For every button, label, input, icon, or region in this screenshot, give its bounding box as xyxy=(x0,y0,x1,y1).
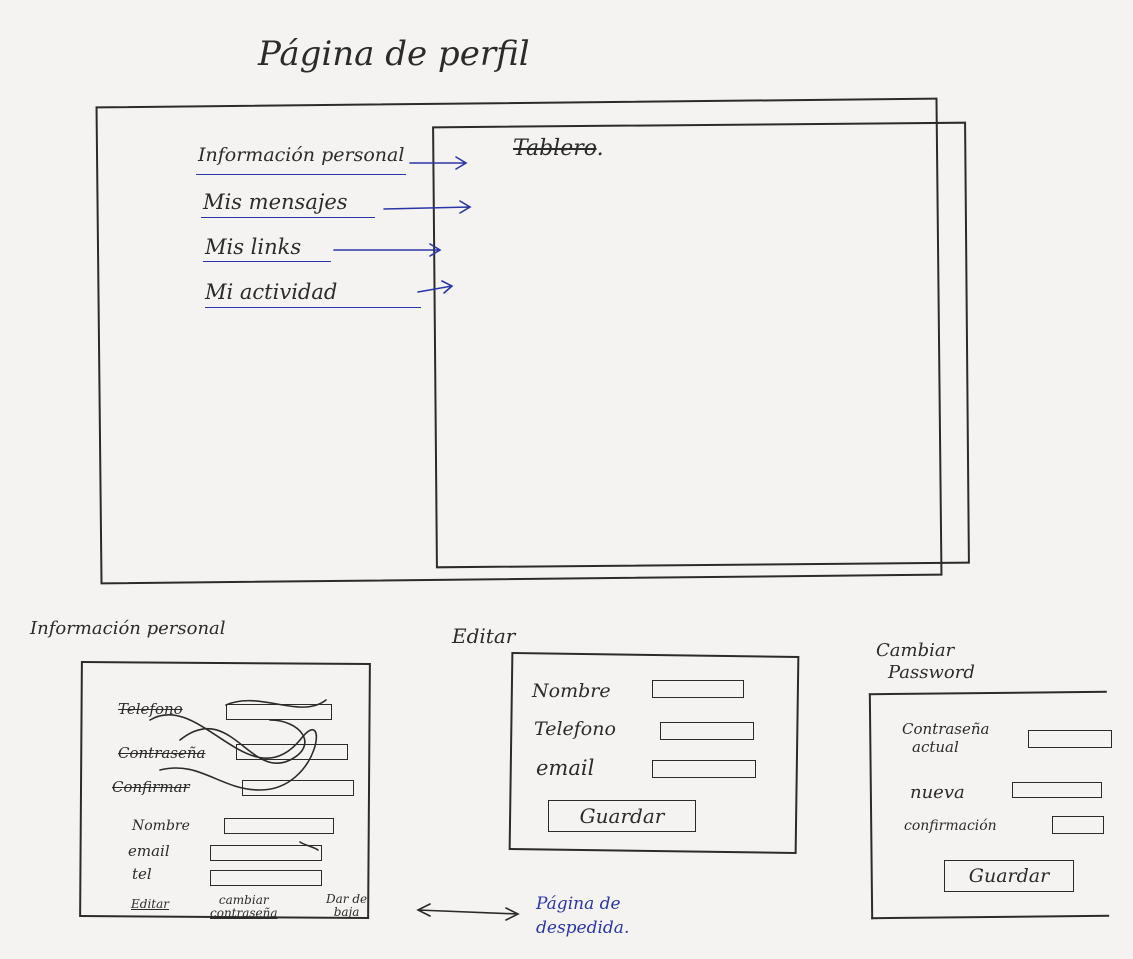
scribble-mark xyxy=(225,699,327,708)
info-label-tel: tel xyxy=(132,865,152,883)
cambiar-title-line: Cambiar xyxy=(876,640,955,661)
info-field-tel[interactable] xyxy=(210,870,322,886)
change-pw-line: cambiar xyxy=(218,893,269,907)
arrow-icon xyxy=(333,243,442,257)
editar-label-nombre: Nombre xyxy=(532,680,611,702)
underline-mark xyxy=(205,307,421,308)
goodbye-line: despedida. xyxy=(536,918,630,938)
goodbye-line: Página de xyxy=(536,894,621,914)
info-personal-title: Información personal xyxy=(30,618,226,639)
info-label-nombre: Nombre xyxy=(132,818,190,834)
info-label-email: email xyxy=(128,842,170,860)
info-field-nombre[interactable] xyxy=(224,818,334,834)
cambiar-password-title: Cambiar Password xyxy=(876,640,975,684)
new-password-label: nueva xyxy=(910,782,965,803)
editar-label-telefono: Telefono xyxy=(534,718,616,740)
menu-item-mi-actividad[interactable]: Mi actividad xyxy=(205,280,338,304)
double-arrow-icon xyxy=(416,903,520,921)
arrow-icon xyxy=(417,280,454,294)
new-password-field[interactable] xyxy=(1012,782,1102,798)
editar-field-nombre[interactable] xyxy=(652,680,744,698)
goodbye-page-note: Página de despedida. xyxy=(536,892,629,940)
editar-title: Editar xyxy=(452,624,516,648)
struck-label: Contraseña xyxy=(118,744,206,762)
struck-label: Telefono xyxy=(118,700,183,718)
current-password-field[interactable] xyxy=(1028,730,1112,748)
underline-mark xyxy=(196,174,406,175)
leave-line: baja xyxy=(333,905,360,919)
confirm-password-field[interactable] xyxy=(1052,816,1104,834)
struck-label: Confirmar xyxy=(112,778,190,796)
confirm-password-label: confirmación xyxy=(904,818,997,834)
squiggle-mark xyxy=(299,841,319,851)
underline-mark xyxy=(203,261,331,262)
cambiar-title-line: Password xyxy=(888,662,975,683)
menu-item-info-personal[interactable]: Información personal xyxy=(198,144,405,166)
menu-item-mis-mensajes[interactable]: Mis mensajes xyxy=(203,190,348,214)
editar-field-email[interactable] xyxy=(652,760,756,778)
page-title: Página de perfil xyxy=(258,34,530,74)
arrow-icon xyxy=(409,156,468,170)
current-pw-line: actual xyxy=(912,738,959,756)
edit-link[interactable]: Editar xyxy=(131,897,169,911)
underline-mark xyxy=(201,217,375,218)
editar-field-telefono[interactable] xyxy=(660,722,754,740)
editar-save-button[interactable]: Guardar xyxy=(548,800,696,832)
current-password-label: Contraseña actual xyxy=(902,720,990,756)
panel-title: Tablero. xyxy=(513,136,604,161)
change-pw-line: contraseña xyxy=(210,906,278,920)
current-pw-line: Contraseña xyxy=(902,720,990,738)
leave-link[interactable]: Dar de baja xyxy=(326,893,367,919)
cambiar-save-button[interactable]: Guardar xyxy=(944,860,1074,892)
menu-item-mis-links[interactable]: Mis links xyxy=(205,235,302,259)
scribble-mark xyxy=(149,713,318,791)
arrow-icon xyxy=(383,200,472,214)
leave-line: Dar de xyxy=(326,892,368,906)
editar-label-email: email xyxy=(536,756,595,780)
info-field-email[interactable] xyxy=(210,845,322,861)
change-password-link[interactable]: cambiar contraseña xyxy=(210,894,278,920)
